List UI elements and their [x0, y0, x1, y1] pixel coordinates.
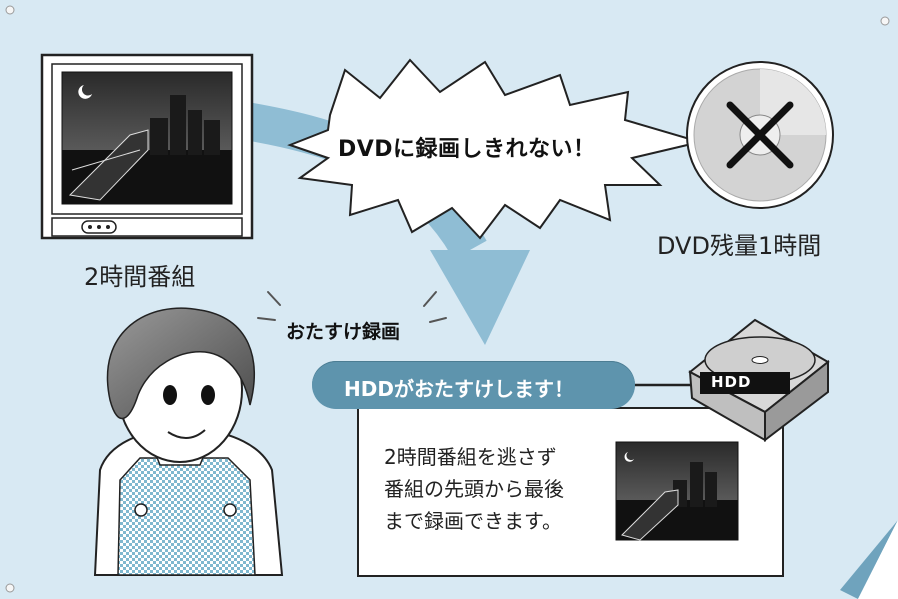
tv-set — [40, 53, 254, 240]
hdd-message-pill — [312, 361, 635, 409]
info-box-line: まで録画できます。 — [384, 509, 562, 533]
emphasis-lines — [257, 291, 447, 323]
info-box-line: 番組の先頭から最後 — [384, 477, 564, 501]
hdd-drive — [688, 318, 830, 443]
x-mark-icon — [726, 101, 794, 169]
info-box-picture — [615, 441, 739, 541]
dvd-remaining-label: DVD残量1時間 — [657, 232, 822, 260]
woman-figure — [93, 307, 284, 576]
osusume-recording-label: おたすけ録画 — [286, 321, 401, 343]
info-box-text: 2時間番組を逃さず 番組の先頭から最後 まで録画できます。 — [384, 441, 564, 537]
info-box-line: 2時間番組を逃さず — [384, 445, 557, 469]
speech-burst-text: DVDに録画しきれない！ — [338, 137, 596, 162]
hdd-message-text: HDDがおたすけします！ — [344, 377, 574, 401]
speech-burst — [287, 58, 704, 240]
tv-screen-picture — [61, 71, 233, 205]
hdd-tag-label: HDD — [711, 373, 752, 391]
program-label: 2時間番組 — [84, 263, 196, 291]
